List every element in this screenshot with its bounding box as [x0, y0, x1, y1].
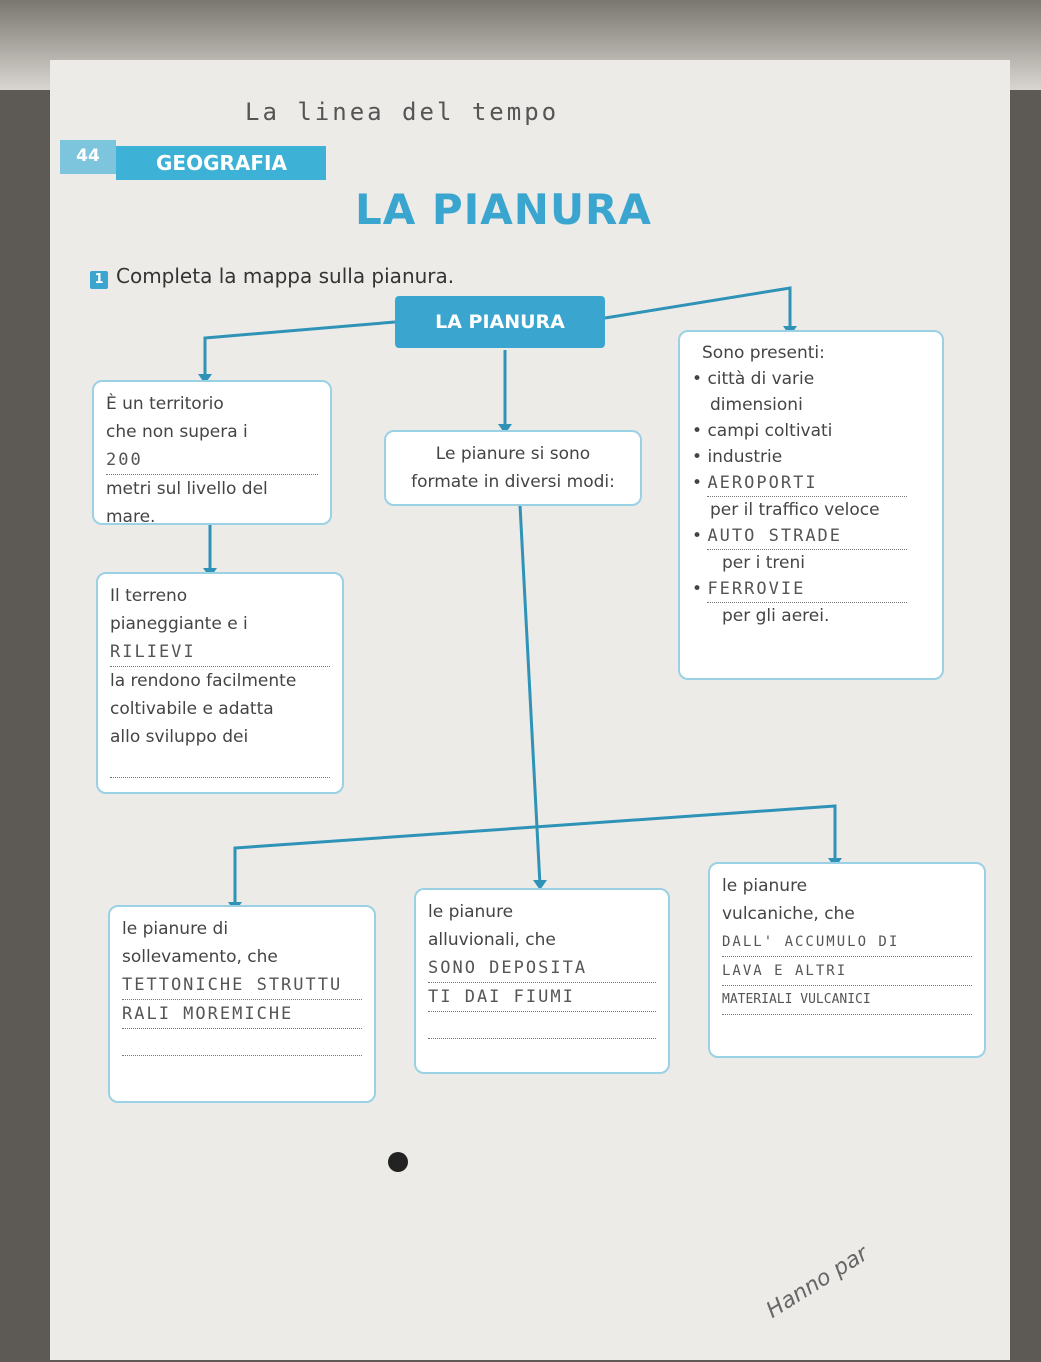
text: industrie [707, 447, 783, 467]
text: le pianure [722, 876, 808, 896]
answer-field[interactable]: TI DAI FIUMI [428, 983, 656, 1012]
connector-right [604, 286, 792, 330]
bullet-item: • FERROVIE [692, 576, 930, 603]
node-uplift-plains: le pianure di sollevamento, che TETTONIC… [108, 905, 376, 1103]
node-alluvial-plains: le pianure alluvionali, che SONO DEPOSIT… [414, 888, 670, 1074]
text: le pianure [428, 902, 514, 922]
answer-field[interactable]: AEROPORTI [707, 470, 908, 497]
answer-field[interactable] [122, 1029, 362, 1056]
text: per gli aerei. [722, 606, 830, 626]
answer-field[interactable]: DALL' ACCUMULO DI [722, 928, 972, 957]
top-note: La linea del tempo [245, 98, 560, 126]
text: vulcaniche, che [722, 904, 855, 924]
text: pianeggiante e i [110, 614, 248, 634]
text: dimensioni [710, 395, 803, 415]
connector-bottom [233, 804, 837, 906]
answer-field[interactable]: AUTO STRADE [707, 523, 908, 550]
text: alluvionali, che [428, 930, 556, 950]
answer-field[interactable]: MATERIALI VULCANICI [722, 986, 972, 1015]
answer-field[interactable]: SONO DEPOSITA [428, 954, 656, 983]
section-tab: GEOGRAFIA [116, 146, 326, 180]
pen-dot [388, 1152, 408, 1172]
text: allo sviluppo dei [110, 727, 249, 747]
text: sollevamento, che [122, 947, 278, 967]
text: metri sul livello del [106, 479, 268, 499]
answer-field[interactable]: 200 [106, 446, 318, 475]
bullet-item: • AUTO STRADE [692, 523, 930, 550]
node-territory: È un territorio che non supera i 200 met… [92, 380, 332, 527]
node-formation: Le pianure si sono formate in diversi mo… [384, 430, 642, 506]
node-present: Sono presenti: • città di varie dimensio… [678, 330, 944, 680]
instruction-text: Completa la mappa sulla pianura. [116, 264, 455, 288]
text: Il terreno [110, 586, 188, 606]
answer-field[interactable] [428, 1012, 656, 1039]
answer-field[interactable] [110, 751, 330, 778]
bullet-item: • AEROPORTI [692, 470, 930, 497]
text: per il traffico veloce [710, 500, 880, 520]
text: le pianure di [122, 919, 229, 939]
connector-left [203, 320, 396, 378]
text: mare. [106, 507, 156, 527]
text: coltivabile e adatta [110, 699, 274, 719]
text: la rendono facilmente [110, 671, 297, 691]
map-center-node: LA PIANURA [395, 296, 605, 348]
page-title: LA PIANURA [355, 185, 652, 234]
text: formate in diversi modi: [411, 472, 615, 492]
text: campi coltivati [707, 421, 833, 441]
answer-field[interactable]: TETTONICHE STRUTTU [122, 971, 362, 1000]
node-terrain: Il terreno pianeggiante e i RILIEVI la r… [96, 572, 344, 794]
text: Le pianure si sono [435, 444, 591, 464]
bullet-item: • campi coltivati [692, 421, 833, 441]
exercise-number: 1 [90, 271, 108, 289]
node-volcanic-plains: le pianure vulcaniche, che DALL' ACCUMUL… [708, 862, 986, 1058]
instruction: 1 Completa la mappa sulla pianura. [90, 264, 454, 289]
text: Sono presenti: [702, 343, 825, 363]
answer-field[interactable]: LAVA E ALTRI [722, 957, 972, 986]
text: città di varie [707, 369, 815, 389]
text: È un territorio [106, 394, 224, 414]
answer-field[interactable]: FERROVIE [707, 576, 908, 603]
bullet-item: • industrie [692, 447, 783, 467]
answer-field[interactable]: RALI MOREMICHE [122, 1000, 362, 1029]
bullet-item: • città di varie [692, 369, 815, 389]
text: per i treni [722, 553, 806, 573]
text: che non supera i [106, 422, 248, 442]
answer-field[interactable]: RILIEVI [110, 638, 330, 667]
page-number: 44 [60, 140, 116, 174]
connector-trunk [518, 504, 542, 886]
